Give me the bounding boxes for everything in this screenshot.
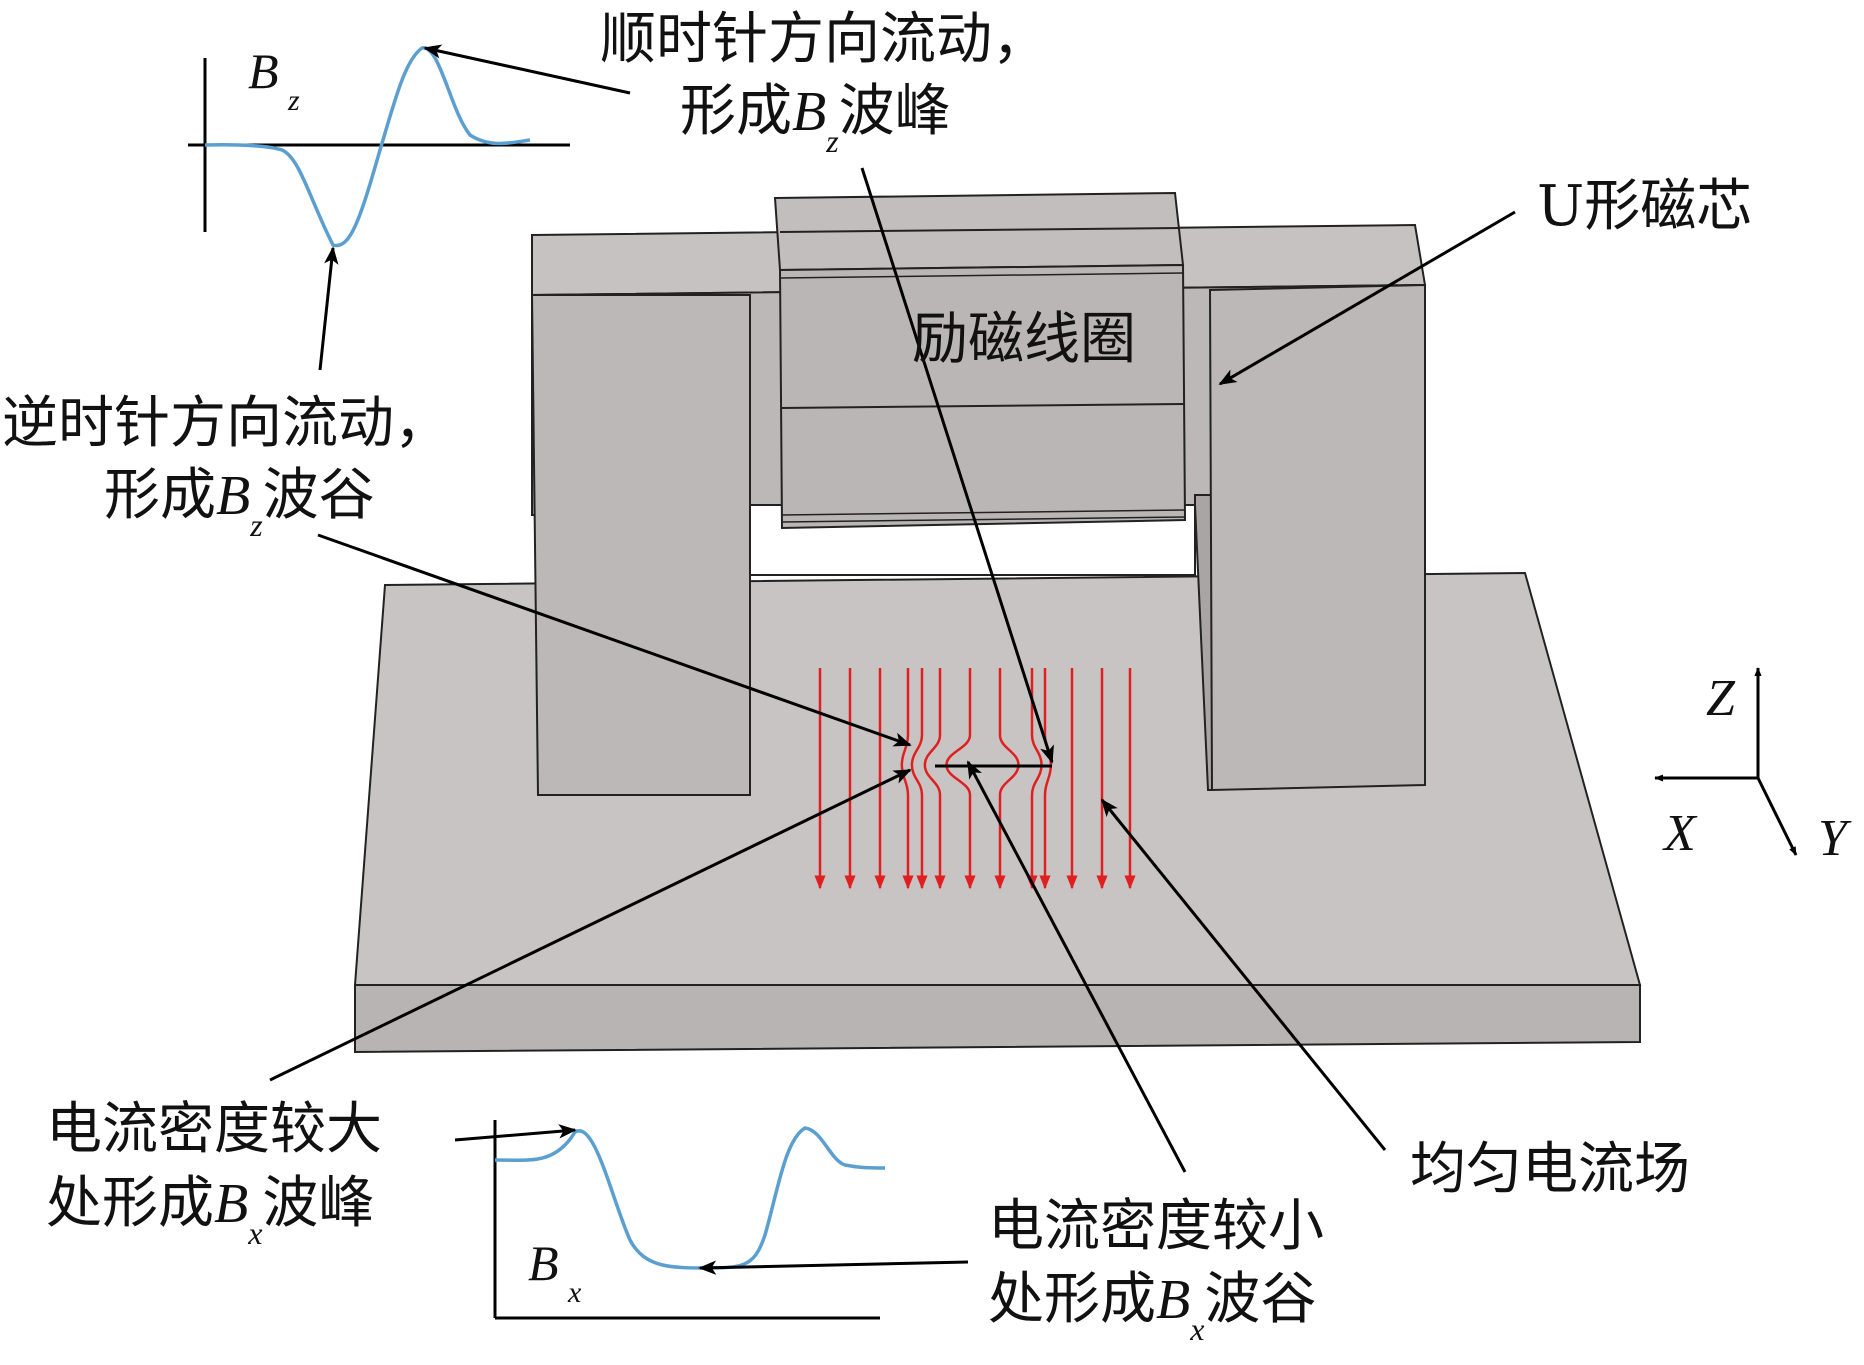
u-core-right-leg [1208,283,1426,792]
label-clockwise-line1: 顺时针方向流动， [600,7,1048,72]
u-core-left-leg [530,294,751,796]
bx-plot-subscript: x [567,1276,582,1309]
arrow-low-density [966,760,1187,1173]
plate-front-face [354,984,1641,1054]
z-axis-label: Z [1706,670,1736,727]
current-line-5 [910,668,928,890]
arrow-bz-peak [423,44,631,95]
bz-curve [204,46,531,248]
arrow-counterclockwise [317,533,912,747]
arrow-bx-peak [454,1124,577,1142]
label-u-core: U形磁芯 [1537,174,1752,239]
arrow-bz-valley [318,246,339,371]
label-clockwise-line2: 形成Bz波峰 [680,79,951,159]
coordinate-axes: Z X Y [1654,667,1852,867]
y-axis-label: Y [1818,810,1852,867]
u-core-right-leg-side [1194,494,1213,791]
label-low-density-line2: 处形成Bx波谷 [988,1267,1316,1347]
annotation-arrows [269,44,1516,1275]
arrow-high-density [269,768,912,1082]
x-axis-label: X [1662,805,1698,862]
label-coil: 励磁线圈 [912,307,1136,372]
coil-front-face [778,263,1187,530]
y-axis [1756,777,1798,856]
bz-plot-subscript: z [287,84,300,117]
arrow-bx-valley [698,1260,969,1275]
label-high-density-line2: 处形成Bx波峰 [46,1171,374,1251]
label-uniform-field: 均匀电流场 [1410,1137,1690,1202]
label-counterclockwise-line2: 形成Bz波谷 [104,463,375,543]
bx-plot-label: B [528,1235,559,1291]
bz-signal-plot: B z [188,43,570,248]
arrow-u-core [1218,210,1516,386]
label-high-density-line1: 电流密度较大 [46,1097,382,1162]
current-line-6 [923,668,946,890]
labels: 顺时针方向流动， 形成Bz波峰 U形磁芯 励磁线圈 逆时针方向流动， 形成Bz波… [2,7,1752,1347]
arrow-uniform-field [1100,798,1387,1151]
bz-plot-label: B [248,43,279,99]
label-counterclockwise-line1: 逆时针方向流动， [2,391,450,456]
arrow-clockwise [860,167,1054,764]
label-low-density-line1: 电流密度较小 [988,1194,1324,1259]
bx-signal-plot: B x [493,1120,886,1320]
